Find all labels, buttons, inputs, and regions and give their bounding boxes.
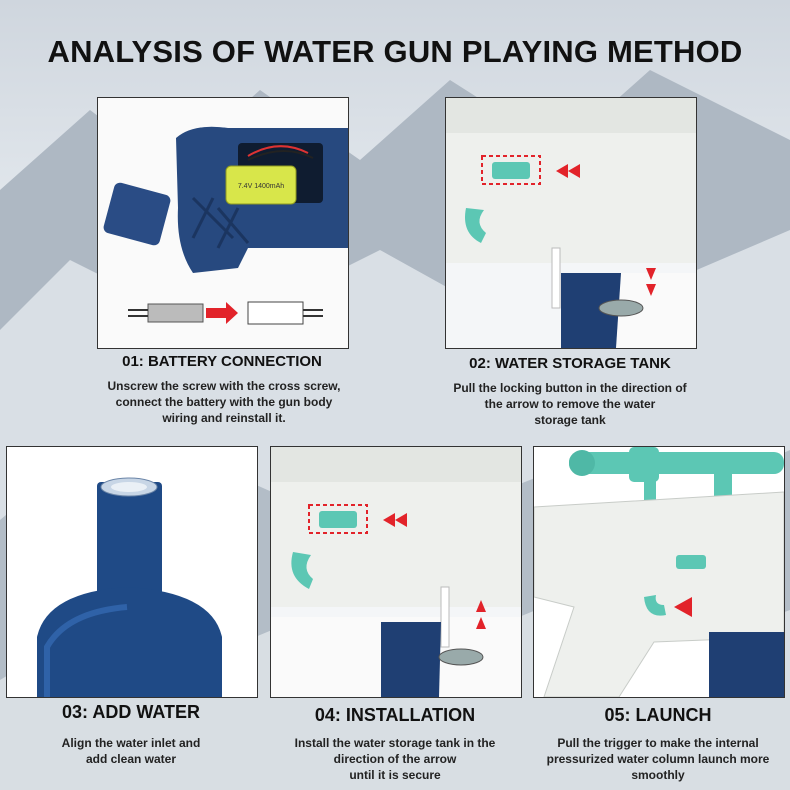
storage-tank-illustration — [446, 98, 696, 348]
installation-illustration — [271, 447, 521, 697]
installation-image-panel — [270, 446, 522, 698]
step-title-4: 04: INSTALLATION — [314, 705, 476, 725]
step-title-1: 01: BATTERY CONNECTION — [122, 353, 322, 370]
launch-illustration — [534, 447, 784, 697]
step-title-5: 05: LAUNCH — [604, 705, 712, 725]
step-desc-4: Install the water storage tank in the di… — [294, 736, 496, 782]
storage-tank-image-panel — [445, 97, 697, 349]
step-desc-1: Unscrew the screw with the cross screw, … — [107, 379, 341, 425]
page-title: ANALYSIS OF WATER GUN PLAYING METHOD — [47, 34, 743, 69]
step-title-3: 03: ADD WATER — [61, 702, 200, 722]
step-title-2: 02: WATER STORAGE TANK — [469, 355, 671, 372]
launch-image-panel — [533, 446, 785, 698]
step-desc-5: Pull the trigger to make the internal pr… — [546, 736, 770, 782]
battery-label: 7.4V 1400mAh — [238, 183, 284, 190]
step-desc-2: Pull the locking button in the direction… — [453, 381, 687, 427]
battery-image-panel: 7.4V 1400mAh — [97, 97, 349, 349]
add-water-image-panel — [6, 446, 258, 698]
battery-illustration: 7.4V 1400mAh — [103, 126, 348, 325]
step-desc-3: Align the water inlet and add clean wate… — [61, 736, 201, 766]
water-tank-illustration — [37, 477, 222, 697]
